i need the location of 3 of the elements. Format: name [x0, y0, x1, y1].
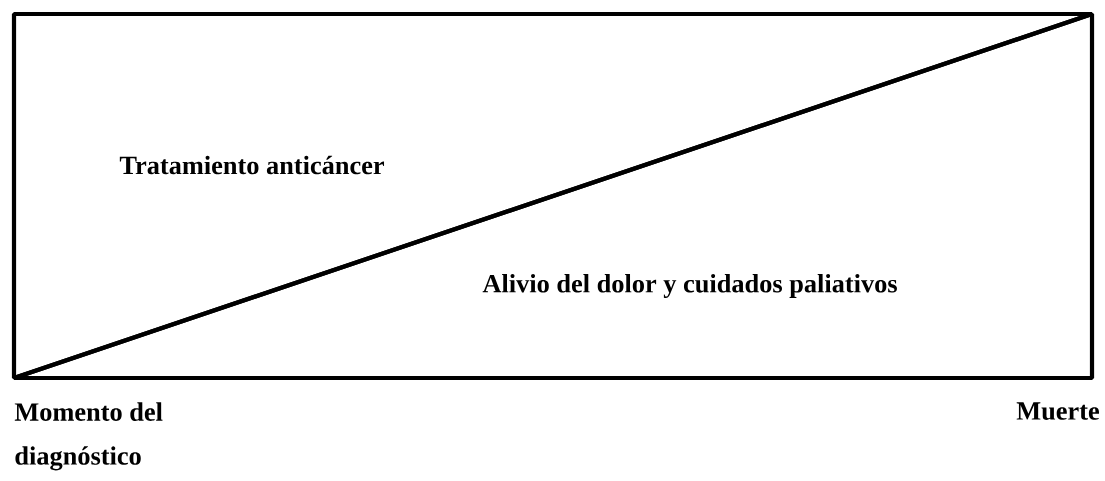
triangle-region: Alivio del dolor y cuidados paliativos	[482, 274, 897, 298]
axis-label: Momento del diagnóstico	[14, 402, 163, 471]
axis-label: Muerte	[1016, 402, 1099, 420]
